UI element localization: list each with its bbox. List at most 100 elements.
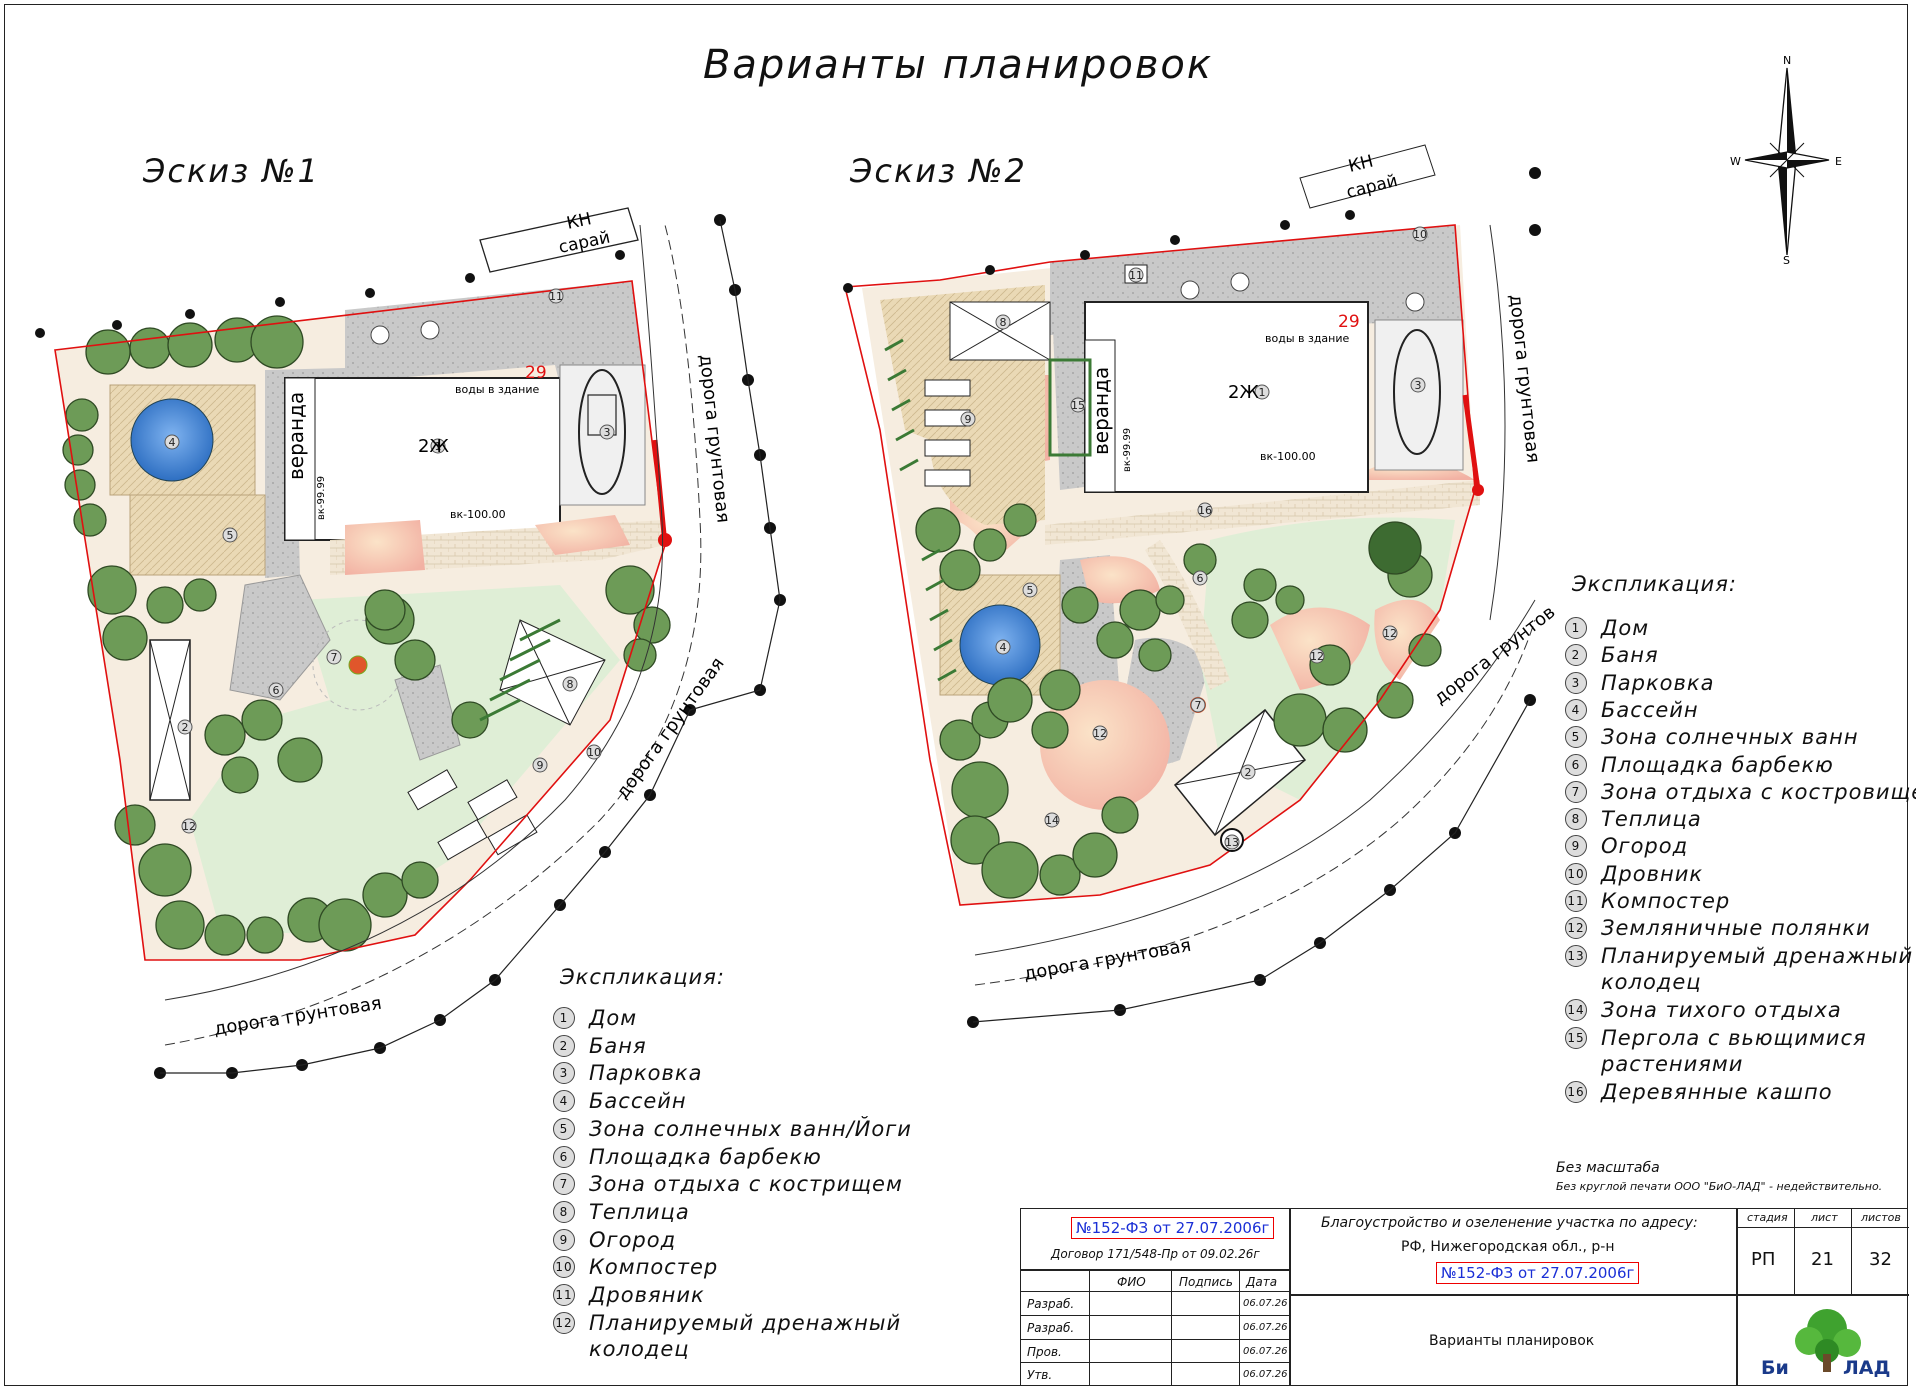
sketch2-water: воды в здание	[1265, 332, 1350, 345]
sketch1-legend-number: 2	[553, 1034, 575, 1057]
sketch1-legend-text: Огород	[589, 1227, 677, 1252]
sketch2-legend-number: 11	[1565, 890, 1587, 912]
svg-text:9: 9	[537, 759, 544, 772]
sketch2-legend-number: 6	[1565, 753, 1587, 776]
sketch2-road-right: дорога грунтовая	[1505, 293, 1544, 464]
scale-note: Без масштаба	[1556, 1160, 1660, 1176]
svg-text:15: 15	[1071, 399, 1085, 412]
sketch1-legend-number: 6	[553, 1145, 575, 1168]
sketch1-legend-text: Дом	[589, 1006, 638, 1030]
sketch1-legend-number: 1	[553, 1007, 575, 1029]
sketch2-legend-item: 8 Теплица	[1565, 806, 1702, 831]
sketch2-road-diag: дорога грунтов	[1430, 602, 1559, 709]
company-logo: Би ЛАД	[1751, 1299, 1901, 1383]
sketch1-legend-number: 3	[553, 1062, 575, 1085]
sketch2-legend-text: Компостер	[1601, 889, 1731, 913]
sketch2-legend-text: Теплица	[1601, 807, 1702, 832]
contract-text: Договор 171/548-Пр от 09.02.26г	[1051, 1247, 1260, 1261]
compass-e: E	[1835, 155, 1842, 168]
sketch2-legend-continuation: растениями	[1601, 1051, 1744, 1076]
sketch1-legend-item: 1 Дом	[553, 1005, 637, 1030]
sketch1-legend-number: 10	[553, 1256, 575, 1279]
sketch2-legend-text: Деревянные кашпо	[1601, 1080, 1833, 1105]
row-role-2: Разраб.	[1027, 1321, 1075, 1335]
sketch2-legend-number: 7	[1565, 780, 1587, 803]
svg-text:8: 8	[567, 678, 574, 691]
sketch2-legend-number: 13	[1565, 944, 1587, 967]
sketch1-legend-text: Зона солнечных ванн/Йоги	[589, 1116, 912, 1141]
sketch1-water: воды в здание	[455, 383, 540, 396]
svg-text:9: 9	[965, 413, 972, 426]
svg-text:1: 1	[1259, 386, 1266, 399]
sketch2-legend-text: Огород	[1601, 834, 1689, 859]
row-role-1: Разраб.	[1027, 1297, 1075, 1311]
sketch1-legend-number: 12	[553, 1311, 575, 1334]
row-role-3: Пров.	[1027, 1345, 1062, 1359]
sketch1-legend-number: 8	[553, 1200, 575, 1223]
sketch2-trees	[915, 503, 1442, 899]
row-date-3: 06.07.26	[1243, 1346, 1288, 1357]
row-role-4: Утв.	[1027, 1368, 1053, 1382]
sketch2-legend-number: 8	[1565, 808, 1587, 831]
sketch2-hedge	[884, 338, 957, 682]
svg-text:6: 6	[273, 684, 280, 697]
svg-text:11: 11	[1129, 269, 1143, 282]
address-line2: РФ, Нижегородская обл., р-н	[1401, 1239, 1615, 1255]
sketch2-legend-text: Дровник	[1601, 861, 1704, 886]
sketch2-legend-text: Бассейн	[1601, 697, 1699, 722]
sketch1-vk: вк-100.00	[450, 508, 506, 521]
address-ref-box: №152-ФЗ от 27.07.2006г	[1436, 1262, 1640, 1284]
sketch2-legend-item: 10 Дровник	[1565, 861, 1703, 886]
stage-label: стадия	[1747, 1211, 1788, 1224]
logo-text-left: Би	[1761, 1357, 1789, 1379]
svg-text:7: 7	[1195, 699, 1202, 712]
sketch1-legend-item: 8 Теплица	[553, 1199, 690, 1224]
svg-text:5: 5	[227, 529, 234, 542]
sketch2-legend-text: Зона тихого отдыха	[1601, 998, 1842, 1023]
sketch1-legend-text: Бассейн	[589, 1089, 687, 1114]
sketch2-plan: 4 5 6 7 8 9 10 11 12 12 12 13 14 15 16 3…	[370, 144, 1559, 1028]
sketch1-legend-text: Теплица	[589, 1199, 690, 1224]
sketch2-legend-number: 12	[1565, 917, 1587, 940]
sketch2-house-code: 2Ж	[1228, 382, 1259, 403]
sketch1-vk2: вк-99.99	[316, 476, 327, 520]
svg-text:12: 12	[1093, 727, 1107, 740]
sketch2-legend-number: 10	[1565, 862, 1587, 885]
sketch1-legend-number: 9	[553, 1228, 575, 1251]
sketch2-legend-number: 14	[1565, 999, 1587, 1022]
sketch2-legend-title: Экспликация:	[1572, 572, 1737, 596]
compass-s: S	[1783, 254, 1790, 267]
sketch2-legend-text: Зона солнечных ванн	[1601, 725, 1859, 750]
sheet-name: Варианты планировок	[1429, 1333, 1595, 1349]
sketch2-legend-number: 4	[1565, 698, 1587, 721]
svg-text:11: 11	[549, 290, 563, 303]
page-title: Варианты планировок	[702, 42, 1214, 88]
row-date-2: 06.07.26	[1243, 1322, 1288, 1333]
law-ref-box: №152-ФЗ от 27.07.2006г	[1071, 1217, 1275, 1239]
sketch2-legend-item: 4 Бассейн	[1565, 697, 1699, 722]
svg-text:12: 12	[1383, 627, 1397, 640]
row-date-1: 06.07.26	[1243, 1298, 1288, 1309]
sketch1-legend-title: Экспликация:	[560, 965, 725, 989]
sketch2-legend-item: 13 Планируемый дренажный	[1565, 943, 1913, 968]
sketch1-house-code: 2Ж	[418, 436, 449, 457]
address-line1: Благоустройство и озеленение участка по …	[1321, 1215, 1698, 1231]
sketch2-legend-text: Пергола с вьющимися	[1601, 1025, 1867, 1050]
svg-text:4: 4	[1000, 641, 1007, 654]
sketch2-vk2: вк-99.99	[1122, 428, 1133, 472]
sketch1-legend-continuation: колодец	[589, 1337, 690, 1362]
sketch2-legend-text: Планируемый дренажный	[1601, 943, 1914, 968]
sketch1-legend-text: Парковка	[589, 1061, 703, 1086]
compass-icon: N S W E	[1730, 54, 1842, 267]
sketch1-legend-number: 11	[553, 1284, 575, 1306]
